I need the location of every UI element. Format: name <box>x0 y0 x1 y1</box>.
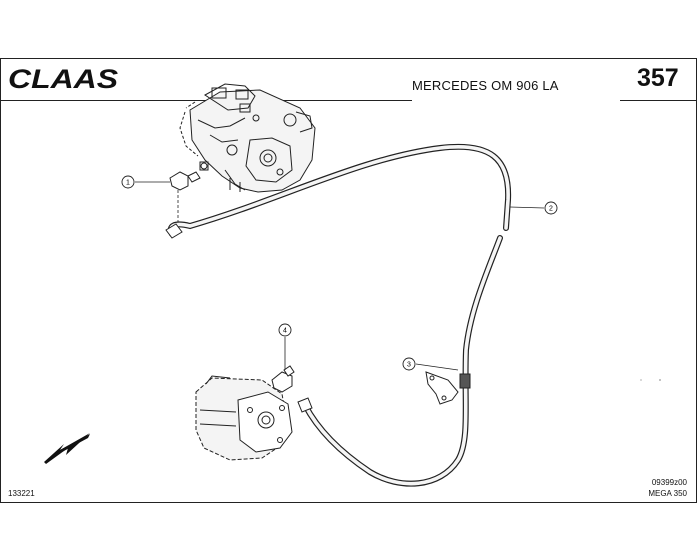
page-number: 357 <box>637 64 679 92</box>
hose-upper <box>167 143 512 237</box>
callout-1[interactable]: 1 <box>121 175 170 189</box>
document-number: 133221 <box>8 489 35 498</box>
page-title: MERCEDES OM 906 LA <box>412 78 559 93</box>
speck <box>640 379 642 381</box>
drawing-code: 09399z00 <box>651 478 687 487</box>
callout-1-number: 1 <box>126 180 130 187</box>
drawing-frame <box>0 58 697 503</box>
brand-wordmark: CLAAS <box>8 66 118 92</box>
model-label: MEGA 350 <box>648 489 687 498</box>
elbow-fitting-4 <box>271 365 295 393</box>
front-direction-arrow-icon <box>44 433 90 464</box>
hose-end-fitting-upper <box>165 223 183 239</box>
elbow-fitting-1 <box>169 161 209 191</box>
claas-logo: CLAAS <box>8 66 120 92</box>
engine-pump-assembly <box>179 83 316 193</box>
callout-3-number: 3 <box>407 362 411 369</box>
hose-end-fitting-lower <box>297 397 313 413</box>
callout-4-number: 4 <box>283 328 287 335</box>
hose-clamp-bracket <box>425 371 471 405</box>
hose-lower <box>302 235 503 487</box>
callout-2-number: 2 <box>549 206 553 213</box>
callout-4[interactable]: 4 <box>278 323 292 370</box>
header-divider-right <box>620 100 697 101</box>
speck <box>659 379 661 381</box>
callout-2[interactable]: 2 <box>509 201 558 215</box>
hydraulic-pump-assembly <box>195 375 293 461</box>
callout-3[interactable]: 3 <box>402 357 459 371</box>
